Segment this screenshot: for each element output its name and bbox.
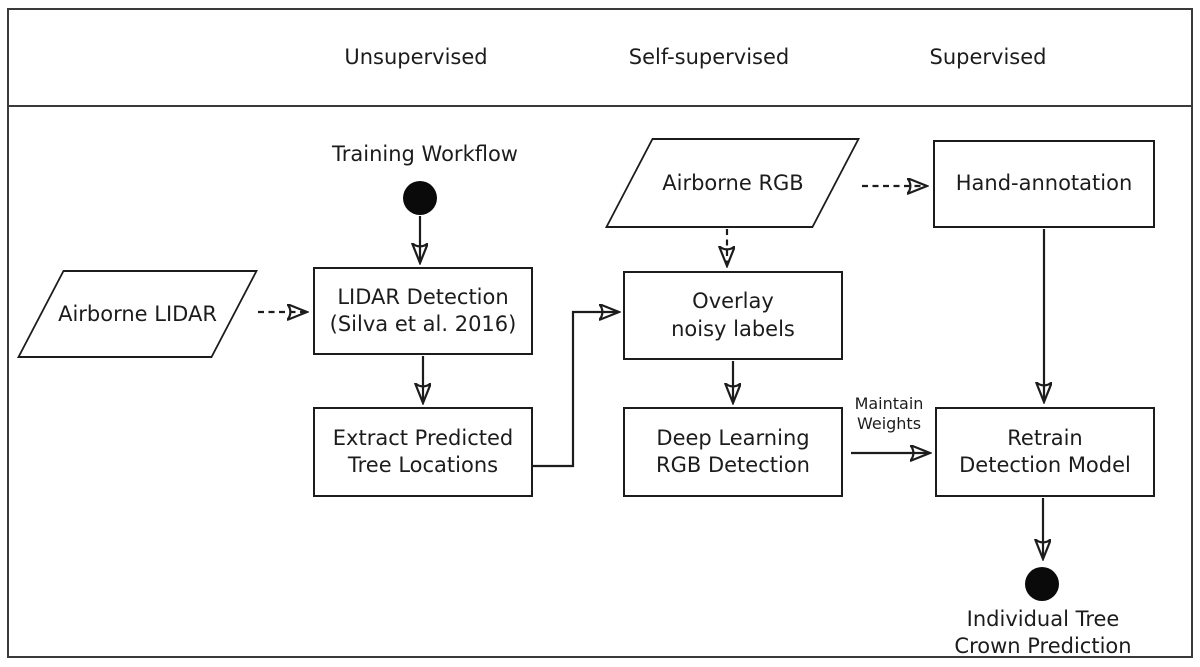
node-label-line1: Extract Predicted: [332, 425, 514, 450]
diagram-border: [7, 8, 1193, 658]
node-airborne-lidar: Airborne LIDAR: [16, 270, 258, 358]
node-lidar-detection: LIDAR Detection (Silva et al. 2016): [313, 267, 533, 355]
node-label: Airborne LIDAR: [58, 302, 217, 326]
node-label-line2: Tree Locations: [347, 453, 499, 477]
edge-label-line2: Weights: [856, 414, 922, 433]
column-label-supervised: Supervised: [929, 45, 1047, 69]
node-label-line1: Retrain: [1007, 425, 1083, 450]
node-label-line2: RGB Detection: [656, 453, 810, 477]
end-label-line2: Crown Prediction: [954, 634, 1132, 659]
end-label-individual-tree-crown-prediction: Individual Tree Crown Prediction: [954, 606, 1131, 661]
node-deep-learning-rgb-detection: Deep Learning RGB Detection: [623, 407, 843, 497]
node-label: Hand-annotation: [955, 171, 1133, 196]
node-airborne-rgb: Airborne RGB: [604, 138, 860, 228]
node-label-line2: (Silva et al. 2016): [329, 312, 517, 336]
node-label: Airborne RGB: [662, 171, 804, 195]
node-label-line2: noisy labels: [671, 316, 795, 341]
column-label-self-supervised: Self-supervised: [628, 45, 790, 69]
node-label-line1: Overlay: [692, 289, 774, 314]
node-overlay-noisy-labels: Overlay noisy labels: [623, 271, 843, 360]
diagram-title: Training Workflow: [332, 142, 518, 166]
node-retrain-detection-model: Retrain Detection Model: [935, 407, 1155, 497]
node-label-line1: LIDAR Detection: [337, 284, 509, 309]
node-label-line1: Deep Learning: [656, 425, 810, 450]
header-divider-line: [8, 105, 1191, 107]
node-label-line2: Detection Model: [959, 453, 1131, 477]
end-label-line1: Individual Tree: [966, 607, 1120, 631]
node-extract-predicted-tree-locations: Extract Predicted Tree Locations: [313, 407, 533, 497]
edge-label-maintain-weights: Maintain Weights: [855, 394, 924, 434]
edge-label-line1: Maintain: [854, 394, 924, 413]
column-label-unsupervised: Unsupervised: [344, 45, 488, 69]
node-hand-annotation: Hand-annotation: [933, 140, 1155, 228]
